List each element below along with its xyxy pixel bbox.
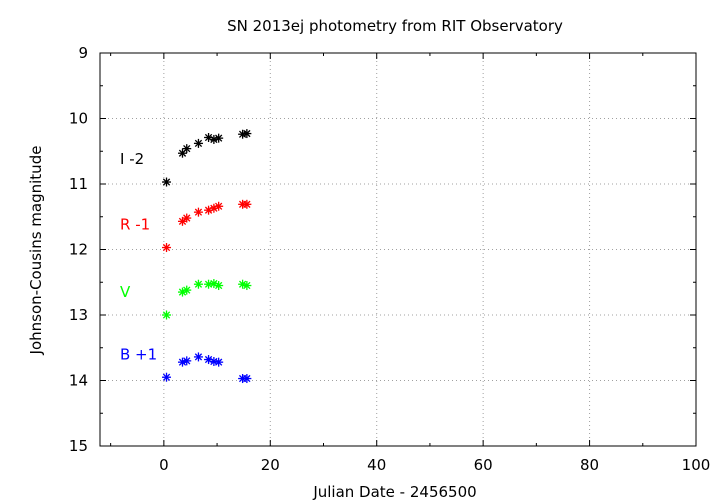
data-point	[193, 207, 203, 217]
data-point	[182, 285, 192, 295]
series-label: R -1	[120, 216, 150, 234]
series-label: B +1	[120, 345, 157, 363]
x-axis-label: Julian Date - 2456500	[312, 483, 476, 501]
data-point	[162, 310, 172, 320]
data-point	[193, 279, 203, 289]
data-point	[242, 374, 252, 384]
x-tick-label: 80	[580, 456, 599, 474]
data-point	[214, 133, 224, 143]
data-point	[182, 213, 192, 223]
y-tick-label: 13	[69, 306, 88, 324]
y-tick-label: 12	[69, 241, 88, 259]
series-labels: I -2 R -1 V B +1	[120, 150, 157, 363]
x-tick-label: 0	[159, 456, 169, 474]
x-tick-label: 20	[261, 456, 280, 474]
data-points	[162, 129, 252, 384]
data-point	[242, 199, 252, 209]
data-point	[182, 144, 192, 154]
data-point	[242, 281, 252, 291]
grid-lines	[100, 53, 696, 446]
chart-title: SN 2013ej photometry from RIT Observator…	[227, 17, 563, 35]
data-point	[193, 352, 203, 362]
data-point	[193, 138, 203, 148]
data-point	[162, 243, 172, 253]
series-label: I -2	[120, 150, 144, 168]
data-point	[214, 357, 224, 367]
data-point	[242, 129, 252, 139]
data-point	[162, 372, 172, 382]
plot-frame	[99, 52, 697, 447]
data-point	[214, 201, 224, 211]
data-point	[182, 356, 192, 366]
data-point	[162, 177, 172, 187]
y-tick-label: 11	[69, 175, 88, 193]
x-tick-label: 100	[682, 456, 711, 474]
y-axis-label: Johnson-Cousins magnitude	[27, 146, 45, 356]
y-tick-label: 10	[69, 110, 88, 128]
y-tick-label: 9	[78, 44, 88, 62]
y-tick-label: 14	[69, 372, 88, 390]
data-point	[177, 357, 187, 367]
axis-ticks: 0 20 40 60 80 100 9 10 11 12 13 14 15	[69, 44, 710, 474]
data-point	[209, 357, 219, 367]
y-tick-label: 15	[69, 437, 88, 455]
data-point	[214, 281, 224, 291]
x-tick-label: 40	[367, 456, 386, 474]
series-label: V	[120, 283, 131, 301]
x-tick-label: 60	[474, 456, 493, 474]
